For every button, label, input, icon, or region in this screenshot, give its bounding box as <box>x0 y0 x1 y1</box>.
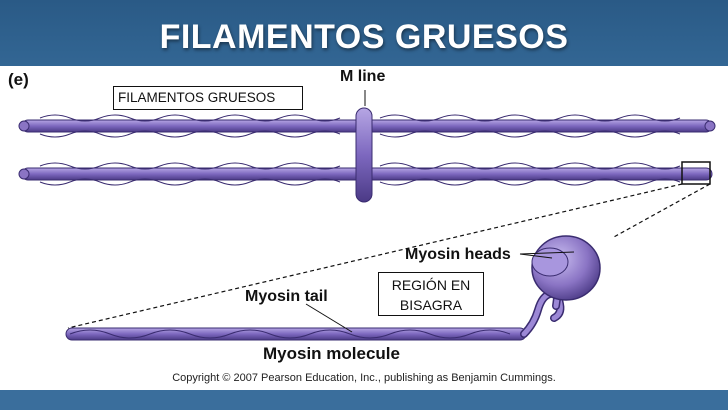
m-line-structure <box>355 90 373 203</box>
myosin-tail-label: Myosin tail <box>245 288 328 305</box>
zoom-line-right <box>611 183 711 239</box>
hinge-region-label-line2: BISAGRA <box>399 297 463 313</box>
thick-filaments-label-box: FILAMENTOS GRUESOS <box>113 86 303 110</box>
thick-filament-illustration <box>18 90 716 341</box>
hinge-region-label-box: REGIÓN EN BISAGRA <box>378 272 484 316</box>
myosin-heads-label: Myosin heads <box>405 246 511 263</box>
myosin-molecule-illustration <box>65 235 601 341</box>
zoom-box <box>681 161 711 185</box>
zoom-line-left <box>67 183 683 329</box>
slide-title: FILAMENTOS GRUESOS <box>159 18 569 56</box>
hinge-region-label-line1: REGIÓN EN <box>391 277 471 293</box>
myosin-molecule-label: Myosin molecule <box>263 344 400 363</box>
m-line-label: M line <box>340 68 386 85</box>
panel-letter: (e) <box>8 70 29 89</box>
slide-footer-bar <box>0 390 728 410</box>
copyright-notice: Copyright © 2007 Pearson Education, Inc.… <box>172 372 556 384</box>
